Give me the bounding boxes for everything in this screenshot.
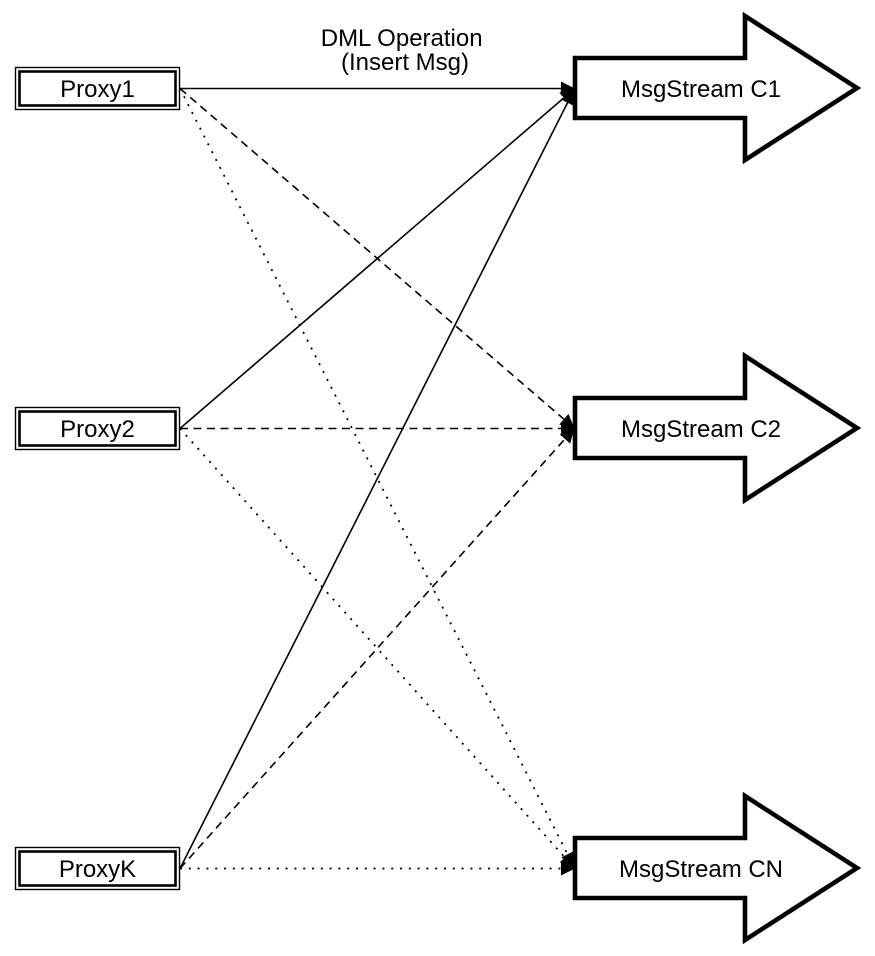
connector-proxyk-to-msgstream-c1 (179, 90, 574, 869)
proxy1-node: Proxy1 (14, 66, 181, 111)
proxyk-node: ProxyK (14, 846, 181, 891)
title-line-2: (Insert Msg) (341, 49, 469, 76)
proxy1-label: Proxy1 (60, 76, 135, 103)
msgstream-cn-shape: MsgStream CN (572, 791, 862, 945)
proxy1-box-inner (18, 70, 177, 107)
proxyk-box-outer (14, 846, 181, 891)
proxy2-box-outer (14, 406, 181, 451)
connector-proxy2-to-msgstream-cn (179, 427, 575, 868)
msgstream-c2-shape: MsgStream C2 (572, 351, 862, 505)
connector-proxy1-to-msgstream-cn (179, 88, 574, 867)
msgstream-c1-block-arrow (572, 11, 862, 165)
msgstream-c2-label: MsgStream C2 (621, 416, 781, 443)
msgstream-c1-shape: MsgStream C1 (572, 11, 862, 165)
msgstream-c2-block-arrow (572, 351, 862, 505)
proxy2-box-inner (18, 410, 177, 447)
proxy2-node: Proxy2 (14, 406, 181, 451)
proxy1-box-outer (14, 66, 181, 111)
msgstream-cn-block-arrow (572, 791, 862, 945)
proxy2-label: Proxy2 (60, 416, 135, 443)
msgstream-cn-label: MsgStream CN (619, 856, 783, 883)
connector-proxy1-to-msgstream-c2 (179, 87, 575, 429)
msgstream-c1-label: MsgStream C1 (621, 76, 781, 103)
proxyk-label: ProxyK (59, 856, 136, 883)
proxyk-box-inner (18, 850, 177, 887)
connector-proxyk-to-msgstream-c2 (179, 428, 575, 870)
title-line-1: DML Operation (321, 25, 483, 52)
diagram-title: DML Operation (Insert Msg) (321, 25, 490, 76)
connector-proxy2-to-msgstream-c1 (179, 88, 575, 430)
